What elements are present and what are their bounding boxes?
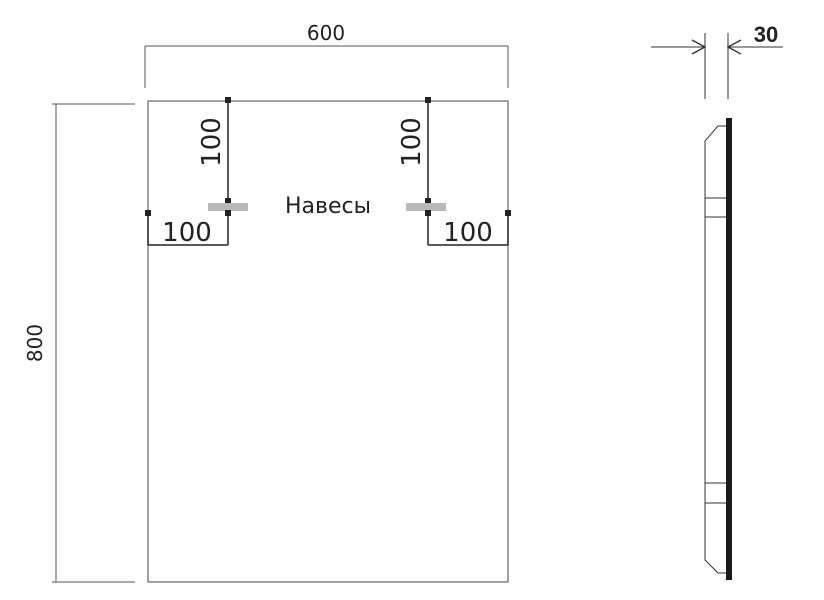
right-hinge-dimensions: 100 100 xyxy=(397,97,511,248)
right-vertical-offset: 100 xyxy=(397,117,427,167)
height-label: 800 xyxy=(23,324,47,362)
front-view: 600 800 100 100 xyxy=(23,21,511,583)
mirror-glass-edge xyxy=(726,118,732,580)
side-view: 30 xyxy=(651,22,783,580)
width-dimension: 600 xyxy=(144,21,509,88)
left-hinge-dimensions: 100 100 xyxy=(145,97,248,248)
hinge-label: Навесы xyxy=(285,194,371,219)
depth-label: 30 xyxy=(754,22,778,47)
left-horizontal-offset: 100 xyxy=(162,218,212,248)
height-dimension: 800 xyxy=(23,103,135,583)
left-hinge xyxy=(208,203,248,211)
right-hinge xyxy=(406,203,446,211)
depth-dimension: 30 xyxy=(651,22,783,99)
width-label: 600 xyxy=(307,21,345,45)
mirror-outline xyxy=(147,100,509,583)
right-horizontal-offset: 100 xyxy=(443,218,493,248)
left-vertical-offset: 100 xyxy=(197,117,227,167)
